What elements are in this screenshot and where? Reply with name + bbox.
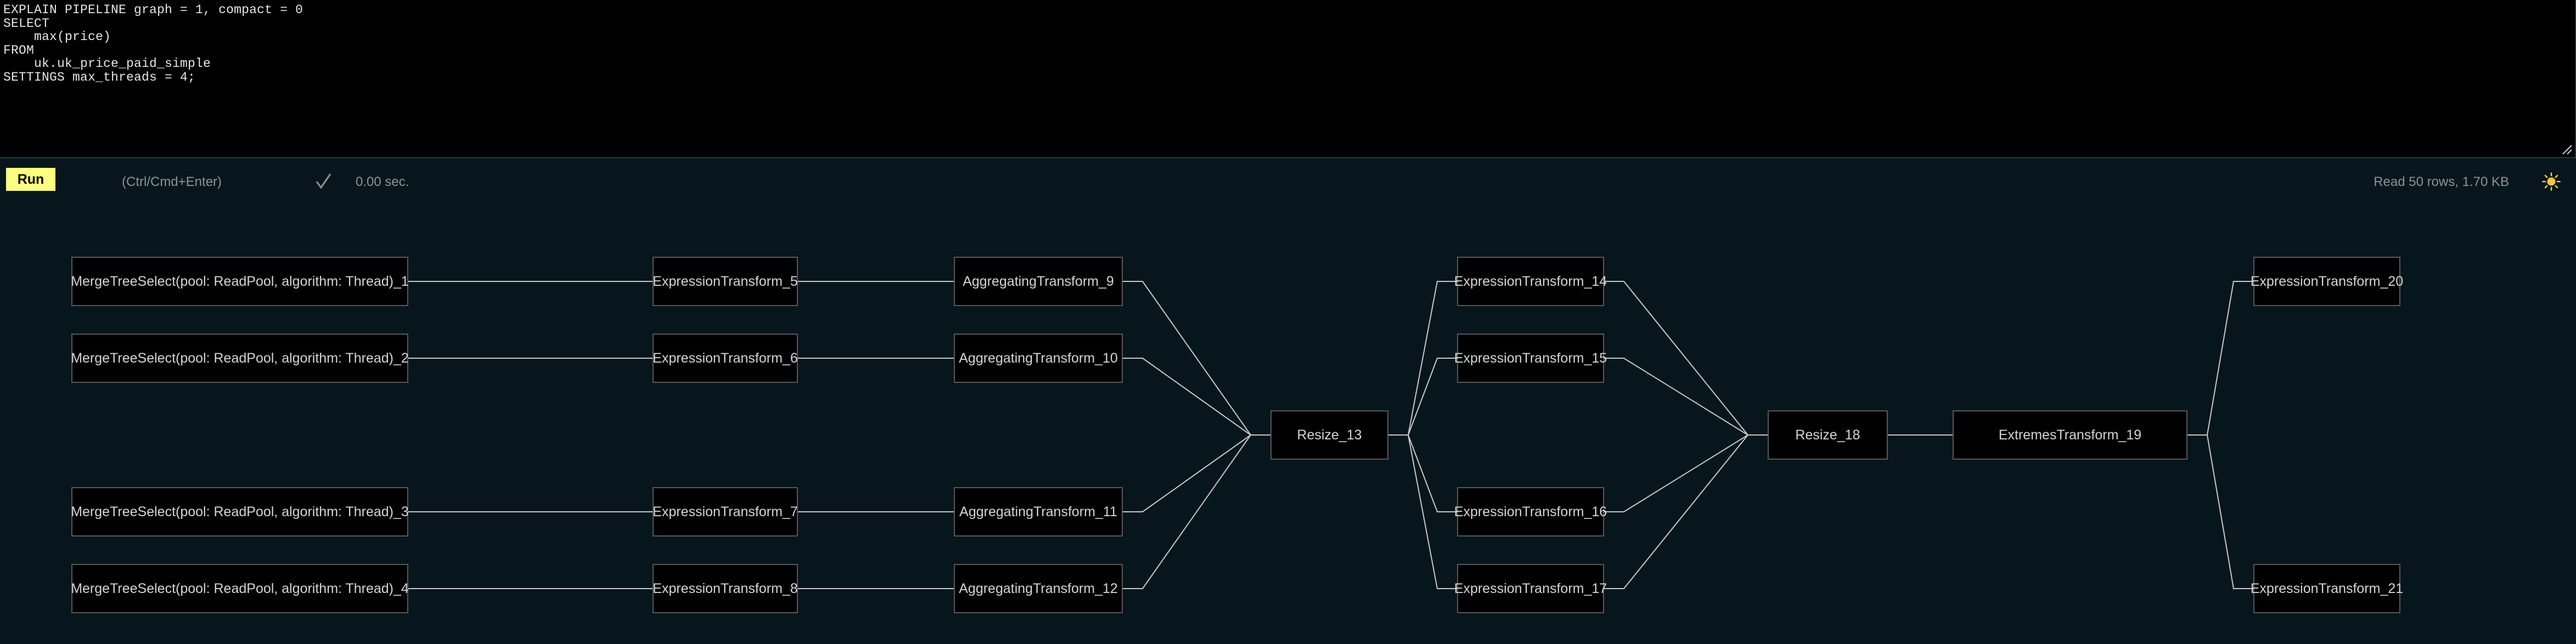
graph-edge-rs13-et17 [1388, 434, 1457, 589]
graph-node-et15[interactable]: ExpressionTransform_15 [1454, 334, 1607, 383]
graph-edge-et16-rs18 [1604, 434, 1768, 512]
sql-editor-panel[interactable]: EXPLAIN PIPELINE graph = 1, compact = 0 … [0, 0, 2576, 158]
graph-node-label: ExpressionTransform_21 [2250, 580, 2404, 596]
graph-node-label: AggregatingTransform_9 [963, 273, 1114, 289]
graph-node-et20[interactable]: ExpressionTransform_20 [2250, 257, 2404, 306]
sun-icon[interactable] [2542, 172, 2561, 191]
graph-node-label: ExpressionTransform_14 [1454, 273, 1607, 289]
query-toolbar: Run (Ctrl/Cmd+Enter) 0.00 sec. Read 50 r… [0, 158, 2576, 200]
graph-node-label: ExpressionTransform_16 [1454, 504, 1607, 519]
graph-edge-ag9-rs13 [1123, 281, 1270, 436]
graph-edge-et15-rs18 [1604, 358, 1768, 436]
graph-node-mts3[interactable]: MergeTreeSelect(pool: ReadPool, algorith… [71, 487, 409, 536]
graph-node-rs18[interactable]: Resize_18 [1768, 410, 1888, 460]
graph-node-label: AggregatingTransform_11 [959, 504, 1117, 519]
graph-node-label: Resize_18 [1795, 427, 1860, 443]
graph-node-et6[interactable]: ExpressionTransform_6 [653, 334, 798, 383]
graph-node-label: Resize_13 [1297, 427, 1362, 443]
read-stats-label: Read 50 rows, 1.70 KB [2373, 174, 2509, 189]
graph-node-label: AggregatingTransform_12 [959, 580, 1118, 596]
checkmark-icon [316, 173, 331, 189]
run-shortcut-hint: (Ctrl/Cmd+Enter) [122, 174, 222, 189]
graph-node-label: MergeTreeSelect(pool: ReadPool, algorith… [71, 273, 409, 289]
graph-edge-ag11-rs13 [1123, 434, 1270, 512]
graph-node-mts1[interactable]: MergeTreeSelect(pool: ReadPool, algorith… [71, 257, 409, 306]
graph-edge-ag10-rs13 [1123, 358, 1270, 436]
graph-node-label: ExpressionTransform_5 [653, 273, 798, 289]
graph-node-ex19[interactable]: ExtremesTransform_19 [1953, 410, 2187, 460]
graph-node-label: ExpressionTransform_7 [653, 504, 798, 519]
graph-edge-et17-rs18 [1604, 434, 1768, 589]
graph-node-ag10[interactable]: AggregatingTransform_10 [954, 334, 1123, 383]
graph-edge-rs13-et15 [1388, 358, 1457, 436]
graph-node-label: ExpressionTransform_15 [1454, 350, 1607, 366]
graph-node-et21[interactable]: ExpressionTransform_21 [2250, 564, 2404, 613]
graph-node-et14[interactable]: ExpressionTransform_14 [1454, 257, 1607, 306]
graph-node-label: ExpressionTransform_20 [2250, 273, 2404, 289]
graph-node-et7[interactable]: ExpressionTransform_7 [653, 487, 798, 536]
graph-edge-et14-rs18 [1604, 281, 1768, 436]
sql-editor-text[interactable]: EXPLAIN PIPELINE graph = 1, compact = 0 … [3, 3, 303, 84]
graph-node-label: ExpressionTransform_8 [653, 580, 798, 596]
graph-node-label: AggregatingTransform_10 [959, 350, 1118, 366]
graph-node-label: ExpressionTransform_6 [653, 350, 798, 366]
graph-node-rs13[interactable]: Resize_13 [1270, 410, 1388, 460]
resize-grip-icon[interactable] [2561, 143, 2573, 155]
graph-node-mts2[interactable]: MergeTreeSelect(pool: ReadPool, algorith… [71, 334, 409, 383]
graph-edge-rs13-et14 [1388, 281, 1457, 436]
graph-node-ag12[interactable]: AggregatingTransform_12 [954, 564, 1123, 613]
graph-edge-ex19-et21 [2187, 434, 2253, 589]
graph-node-label: ExpressionTransform_17 [1454, 580, 1607, 596]
graph-node-label: MergeTreeSelect(pool: ReadPool, algorith… [71, 350, 409, 366]
graph-node-label: MergeTreeSelect(pool: ReadPool, algorith… [71, 580, 409, 596]
graph-node-label: MergeTreeSelect(pool: ReadPool, algorith… [71, 504, 409, 519]
graph-node-et17[interactable]: ExpressionTransform_17 [1454, 564, 1607, 613]
graph-node-mts4[interactable]: MergeTreeSelect(pool: ReadPool, algorith… [71, 564, 409, 613]
graph-node-label: ExtremesTransform_19 [1998, 427, 2142, 443]
graph-node-ag11[interactable]: AggregatingTransform_11 [954, 487, 1123, 536]
elapsed-time-label: 0.00 sec. [356, 174, 409, 189]
pipeline-graph: MergeTreeSelect(pool: ReadPool, algorith… [0, 200, 2576, 644]
graph-node-ag9[interactable]: AggregatingTransform_9 [954, 257, 1123, 306]
run-button[interactable]: Run [6, 168, 55, 191]
graph-edge-rs13-et16 [1388, 434, 1457, 512]
graph-node-et16[interactable]: ExpressionTransform_16 [1454, 487, 1607, 536]
graph-edge-ex19-et20 [2187, 281, 2253, 436]
graph-edge-ag12-rs13 [1123, 434, 1270, 589]
graph-node-et8[interactable]: ExpressionTransform_8 [653, 564, 798, 613]
graph-node-et5[interactable]: ExpressionTransform_5 [653, 257, 798, 306]
